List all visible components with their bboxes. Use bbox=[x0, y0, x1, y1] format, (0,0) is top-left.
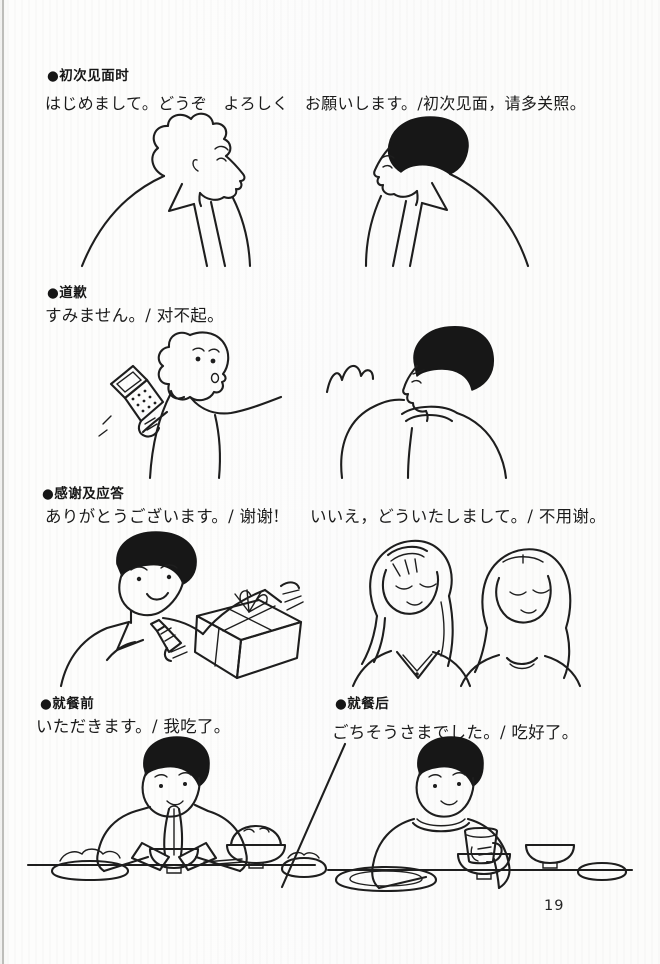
phrase-apology: すみません。/ 对不起。 bbox=[45, 306, 224, 325]
smiling-woman-right bbox=[459, 548, 582, 688]
phrase-first-meeting: はじめまして。どうぞ よろしく お願いします。/初次见面，请多关照。 bbox=[45, 94, 587, 113]
ribbon-bow bbox=[234, 589, 268, 613]
gift-box bbox=[193, 589, 303, 680]
man-with-gift bbox=[59, 531, 304, 688]
section-heading-before-meal: ●就餐前 bbox=[40, 696, 95, 712]
drinking-cup bbox=[463, 826, 503, 865]
smiling-woman-left bbox=[351, 539, 472, 688]
soup-bowl bbox=[148, 847, 200, 874]
rice-bowl bbox=[225, 824, 287, 869]
phrase-thanks: ありがとうございます。/ 谢谢! bbox=[45, 507, 281, 526]
phrase-reply: いいえ，どういたしまして。/ 不用谢。 bbox=[310, 507, 607, 526]
phrase-before-meal: いただきます。/ 我吃了。 bbox=[36, 717, 231, 736]
person-with-phone bbox=[98, 331, 283, 480]
necktie bbox=[149, 618, 183, 654]
bump-mark bbox=[325, 364, 375, 394]
section-heading-first-meeting: ●初次见面时 bbox=[47, 68, 130, 84]
bowing-man-left bbox=[80, 112, 252, 268]
small-dish bbox=[576, 861, 628, 882]
diagonal-divider bbox=[280, 742, 347, 889]
page-number: 19 bbox=[544, 898, 565, 914]
illustration-gift-and-women bbox=[59, 531, 582, 688]
section-heading-thanks: ●感谢及应答 bbox=[42, 486, 125, 502]
section-heading-apology: ●道歉 bbox=[47, 285, 88, 301]
praying-hands bbox=[130, 805, 218, 872]
motion-line bbox=[102, 415, 112, 425]
empty-bowl-front bbox=[456, 852, 512, 880]
man-turning-around bbox=[340, 326, 508, 480]
motion-line bbox=[98, 429, 108, 437]
plate-with-food bbox=[50, 848, 130, 882]
illustration-meals bbox=[26, 736, 634, 893]
illustration-phone-bump bbox=[98, 326, 508, 480]
empty-plate bbox=[334, 865, 438, 893]
bowing-man-right bbox=[364, 116, 530, 268]
chopsticks bbox=[204, 861, 244, 866]
flip-phone bbox=[109, 364, 165, 423]
illustration-two-men-bowing bbox=[80, 112, 530, 268]
man-with-cup-after-meal bbox=[326, 736, 634, 893]
empty-bowl-back bbox=[524, 843, 576, 869]
man-praying-before-meal bbox=[26, 736, 328, 882]
page-edge-shadow bbox=[2, 0, 4, 964]
section-heading-after-meal: ●就餐后 bbox=[335, 696, 390, 712]
phrase-after-meal: ごちそうさまでした。/ 吃好了。 bbox=[332, 723, 579, 742]
